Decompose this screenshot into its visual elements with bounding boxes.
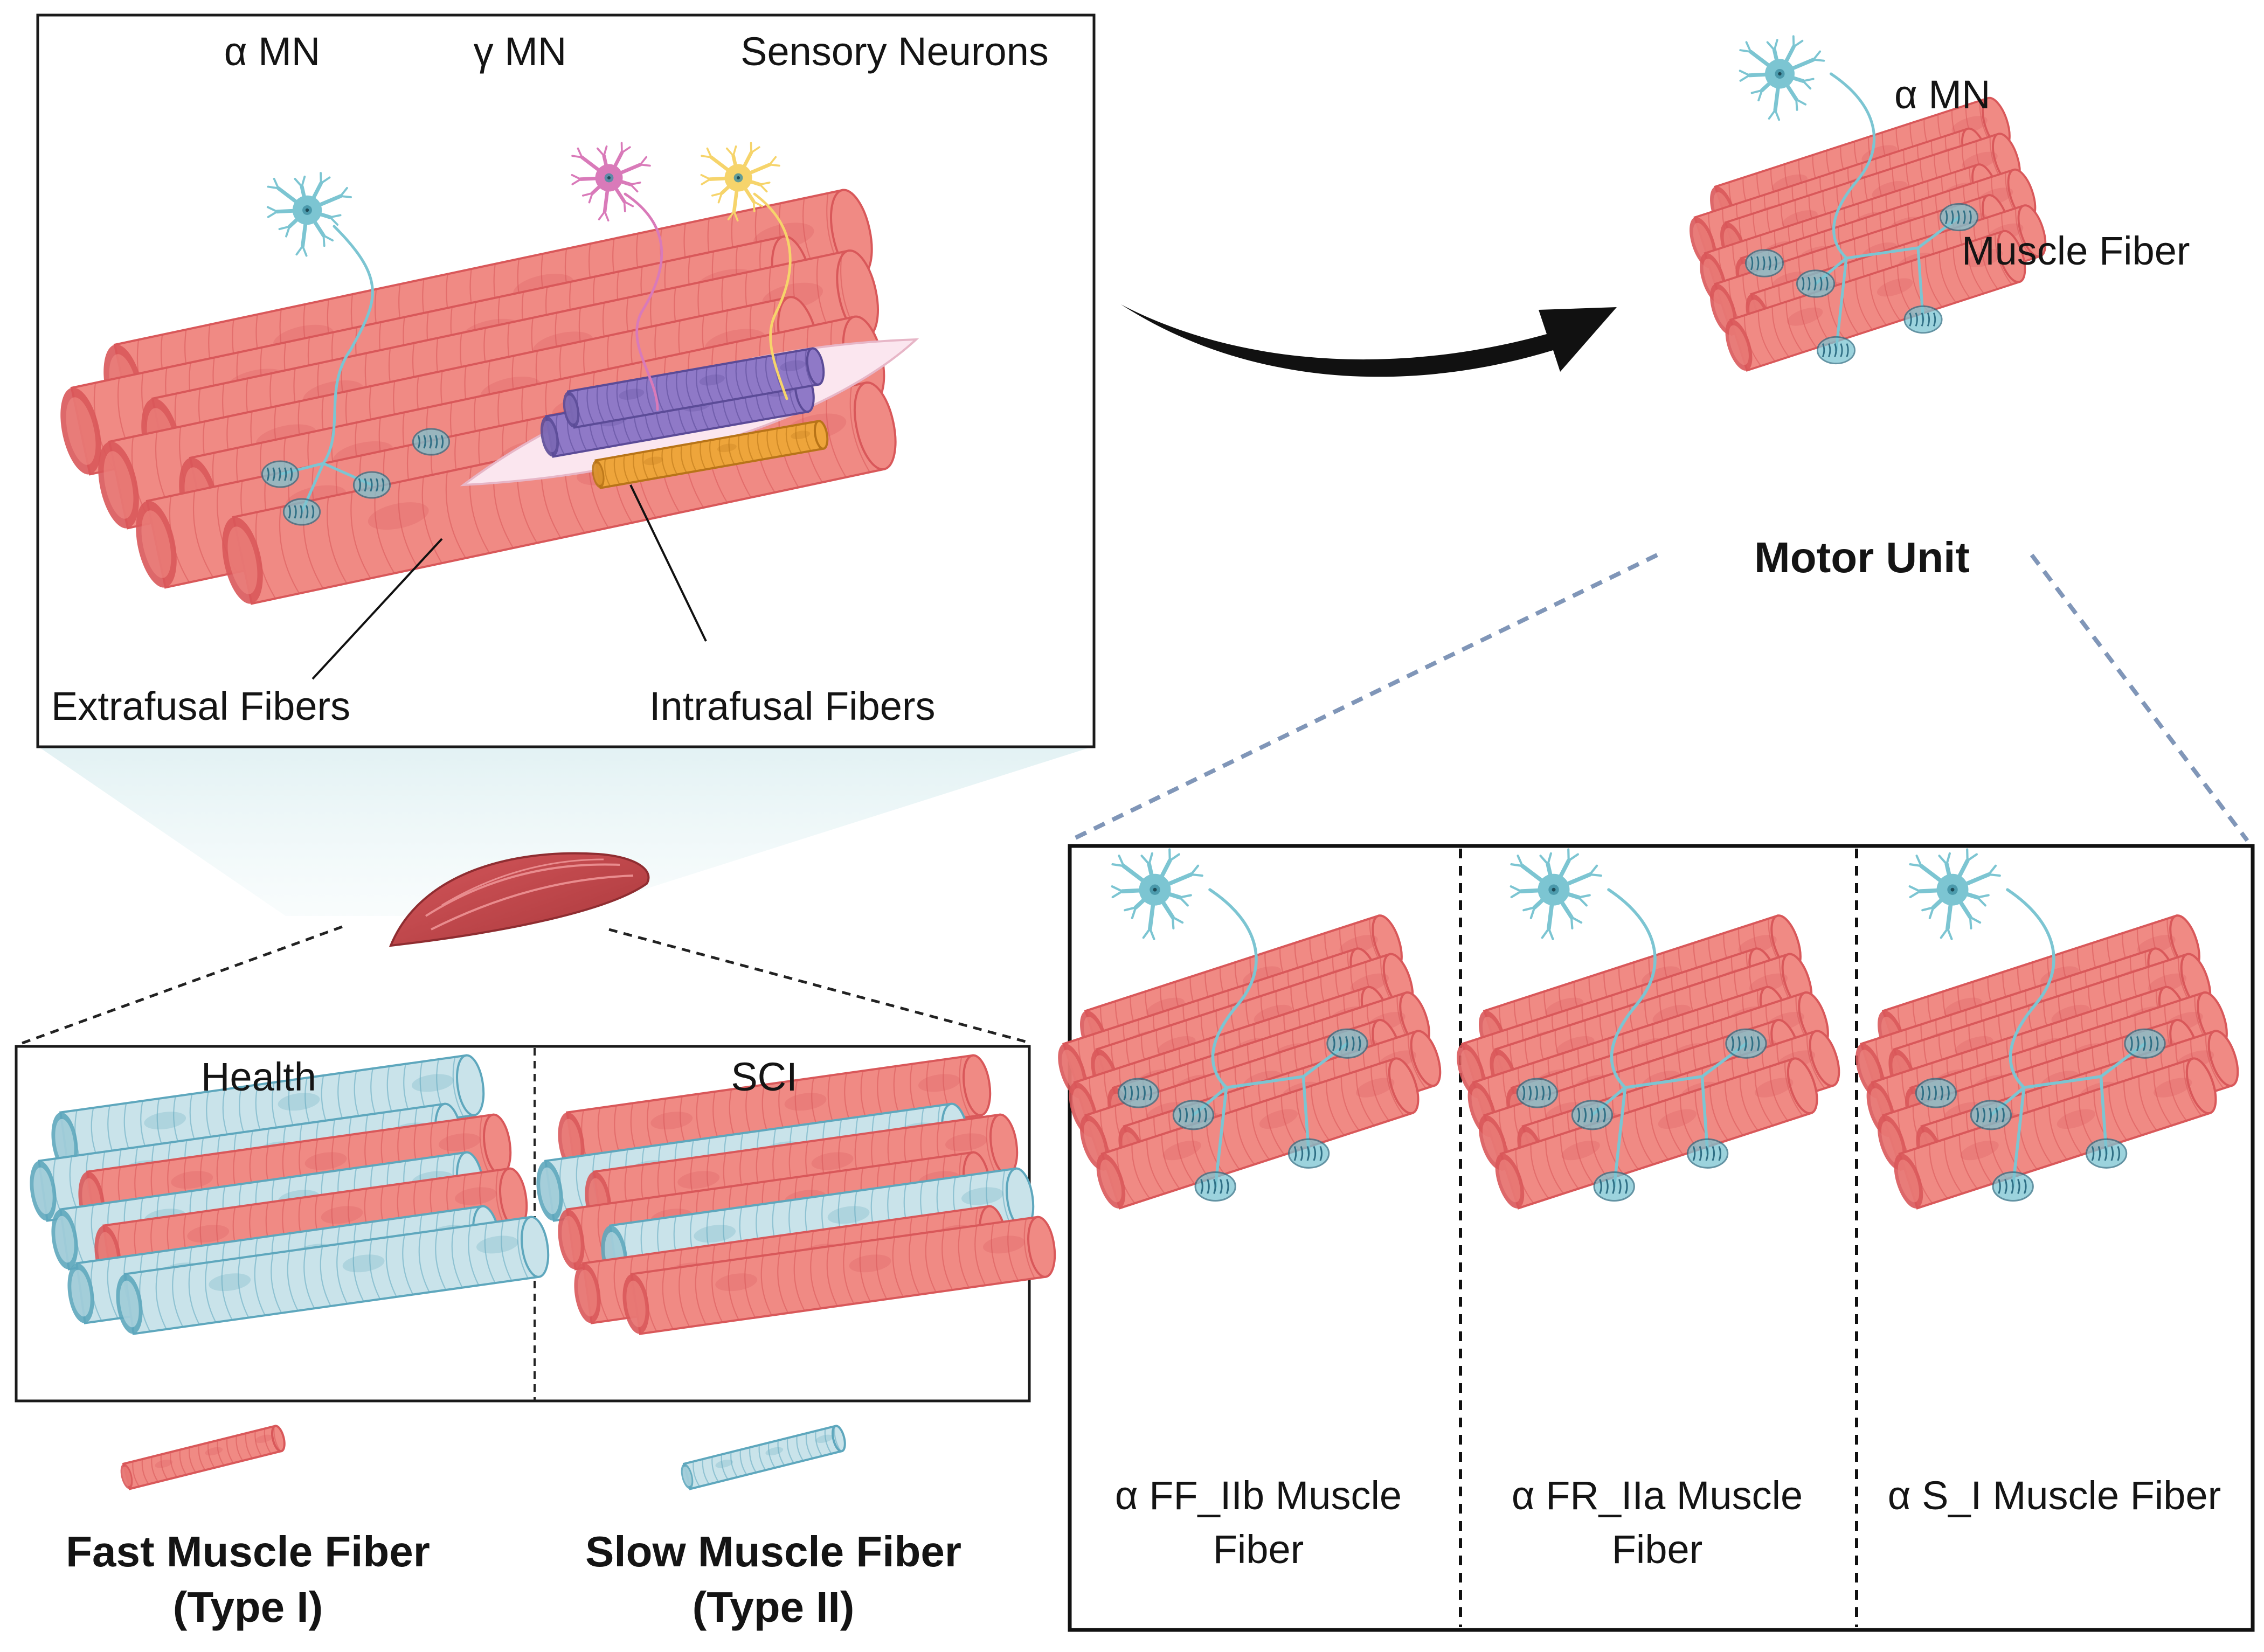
- type-ff-label-line2: Fiber: [1213, 1527, 1304, 1572]
- motor-unit-alpha-mn-label: α MN: [1894, 72, 1991, 117]
- slow-fiber: [116, 1216, 550, 1335]
- slow-fiber-legend-line2: (Type II): [692, 1583, 855, 1631]
- motor-end-plate: [1816, 336, 1856, 365]
- alpha-motor-neuron: [1111, 848, 1349, 1188]
- motor-unit-ff-iib: [1058, 848, 1442, 1210]
- alpha-motor-neuron: [1908, 848, 2147, 1188]
- fast-fiber-legend-line2: (Type I): [172, 1583, 323, 1631]
- motor-end-plate: [1939, 203, 1979, 232]
- motor-end-plate: [1571, 1100, 1614, 1130]
- belly-connector-left: [16, 925, 343, 1047]
- zoom-beam: [38, 746, 1094, 916]
- fast-fiber-legend-swatch: [120, 1425, 286, 1490]
- motor-end-plate: [412, 428, 451, 456]
- alpha-motor-neuron: [1510, 848, 1748, 1188]
- motor-end-plate: [1172, 1100, 1215, 1130]
- intrafusal-fiber: [592, 420, 829, 489]
- motor-end-plate: [1992, 1171, 2034, 1202]
- sci-title: SCI: [731, 1054, 798, 1099]
- muscle-fiber: [1096, 1057, 1420, 1210]
- intrafusal-label: Intrafusal Fibers: [649, 684, 936, 728]
- spindle-alpha-mn-label: α MN: [224, 29, 321, 74]
- muscle-fiber: [1495, 1057, 1818, 1210]
- types-artwork: [1058, 848, 2239, 1210]
- motor-end-plate: [1287, 1138, 1330, 1169]
- motor-end-plate: [1725, 1028, 1767, 1059]
- gamma-motor-neuron: [571, 142, 663, 411]
- type-fr-label-line2: Fiber: [1611, 1527, 1703, 1572]
- type-s-label-line1: α S_I Muscle Fiber: [1887, 1473, 2221, 1518]
- motor-end-plate: [2124, 1028, 2166, 1059]
- fast-fiber-legend-line1: Fast Muscle Fiber: [66, 1528, 430, 1575]
- intrafusal-pointer: [629, 484, 707, 642]
- motor-end-plate: [1796, 269, 1836, 298]
- fast-fiber: [622, 1216, 1056, 1335]
- motor-unit-illustration: [1690, 35, 2047, 372]
- slow-fiber-legend-swatch: [681, 1425, 846, 1490]
- comparison-artwork: [30, 1054, 1056, 1335]
- motor-end-plate: [1915, 1078, 1957, 1108]
- motor-end-plate: [1194, 1171, 1236, 1202]
- motor-unit-fr-iia: [1457, 848, 1840, 1210]
- belly-connector-right: [608, 928, 1030, 1044]
- type-fr-label-line1: α FR_IIa Muscle: [1511, 1473, 1803, 1518]
- health-title: Health: [201, 1054, 316, 1099]
- slow-fiber-legend-line1: Slow Muscle Fiber: [585, 1528, 961, 1575]
- spindle-sensory-label: Sensory Neurons: [740, 29, 1049, 74]
- legend-artwork: [120, 1425, 846, 1490]
- motor-unit-s-i: [1855, 848, 2239, 1210]
- motor-end-plate: [2085, 1138, 2128, 1169]
- curved-arrow: [1121, 304, 1617, 377]
- motor-end-plate: [282, 498, 321, 526]
- motor-end-plate: [1117, 1078, 1160, 1108]
- motor-unit-connector-left: [1069, 553, 1658, 843]
- motor-unit-connector-right: [2030, 553, 2249, 842]
- motor-end-plate: [261, 460, 300, 488]
- muscle-belly: [389, 852, 650, 947]
- extrafusal-pointer: [311, 538, 443, 680]
- motor-end-plate: [1516, 1078, 1559, 1108]
- extrafusal-label: Extrafusal Fibers: [51, 684, 351, 728]
- motor-unit-title: Motor Unit: [1754, 533, 1970, 581]
- motor-end-plate: [352, 471, 391, 499]
- motor-unit-muscle-fiber-label: Muscle Fiber: [1962, 228, 2190, 273]
- motor-end-plate: [1686, 1138, 1729, 1169]
- sensory-neuron: [700, 142, 792, 400]
- type-ff-label-line1: α FF_IIb Muscle: [1114, 1473, 1402, 1518]
- motor-end-plate: [1326, 1028, 1368, 1059]
- motor-end-plate: [1593, 1171, 1635, 1202]
- motor-end-plate: [1970, 1100, 2012, 1130]
- alpha-motor-neuron: [1739, 35, 1961, 352]
- muscle-fiber: [1894, 1057, 2217, 1210]
- spindle-artwork: [60, 142, 919, 680]
- motor-unit-artwork: [1690, 35, 2047, 372]
- motor-end-plate: [1744, 249, 1784, 277]
- spindle-gamma-mn-label: γ MN: [473, 29, 567, 74]
- muscle-fiber: [1725, 230, 2026, 372]
- intrafusal-fiber: [563, 347, 825, 429]
- motor-end-plate: [1903, 305, 1943, 334]
